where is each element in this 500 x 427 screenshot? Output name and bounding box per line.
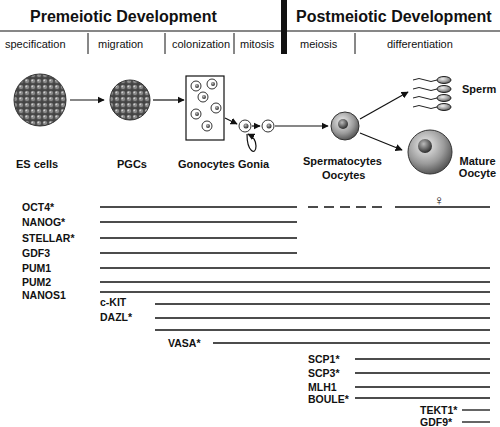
gonad-box [186,76,224,140]
expression-lines [100,207,490,422]
cell-label: Sperm [462,83,496,95]
stage-label: meiosis [300,38,337,50]
gene-label: DAZL* [100,311,132,323]
stage-label: colonization [172,38,230,50]
self-renewal-arrow [247,134,256,151]
gene-label: NANOS1 [22,289,66,301]
gonia-nucleus [267,124,272,129]
gene-label: STELLAR* [22,232,75,244]
gene-label: OCT4* [22,201,54,213]
stage-arrow [153,99,184,100]
gene-label: PUM1 [22,262,51,274]
gonia-cell [262,120,274,132]
gonia-cell [239,120,251,132]
pgc-cluster [110,80,150,120]
cell-label: PGCs [117,158,147,170]
stage-arrow [225,118,237,124]
stage-separator [88,33,89,54]
sex-symbol: ♀ [434,193,445,207]
stage-arrow [252,125,260,126]
stage-label: differentiation [387,38,453,50]
gene-label: PUM2 [22,276,51,288]
gene-label: BOULE* [308,393,349,405]
cell-label: Mature Oocyte [455,155,500,179]
cell-label: Gonia [238,158,269,170]
meiosis-divider [281,0,287,54]
header-rule [0,30,500,31]
gene-label: GDF9* [420,416,452,427]
stage-arrow [275,125,328,126]
stage-arrow [360,92,408,119]
stage-separator [234,33,235,54]
cell-label: ES cells [16,158,58,170]
gene-label: SCP3* [308,367,340,379]
stage-label: specification [5,38,66,50]
stage-arrow [360,133,402,150]
gonocyte-cells [191,79,221,131]
meiotic-nucleus [338,119,348,129]
gene-label: GDF3 [22,247,50,259]
stage-arrow [70,99,104,100]
meiotic-cell [331,112,359,140]
gene-label: SCP1* [308,353,340,365]
stage-separator [165,33,166,54]
mature-oocyte [408,130,452,174]
cell-label: Spermatocytes [303,155,382,167]
section-heading: Postmeiotic Development [296,8,492,26]
es-cell-cluster [14,74,66,126]
gene-label: TEKT1* [420,404,457,416]
gene-label: c-KIT [100,296,126,308]
gene-label: MLH1 [308,381,337,393]
stage-separator [355,33,356,54]
cell-label: Oocytes [322,169,365,181]
stage-label: mitosis [240,38,274,50]
section-heading: Premeiotic Development [30,8,217,26]
gene-label: NANOG* [22,216,65,228]
oocyte-nucleus [418,139,432,153]
stage-label: migration [98,38,143,50]
gene-label: VASA* [168,337,200,349]
cell-label: Gonocytes [178,158,235,170]
gonia-nucleus [244,124,249,129]
sperm-cells [413,77,451,111]
